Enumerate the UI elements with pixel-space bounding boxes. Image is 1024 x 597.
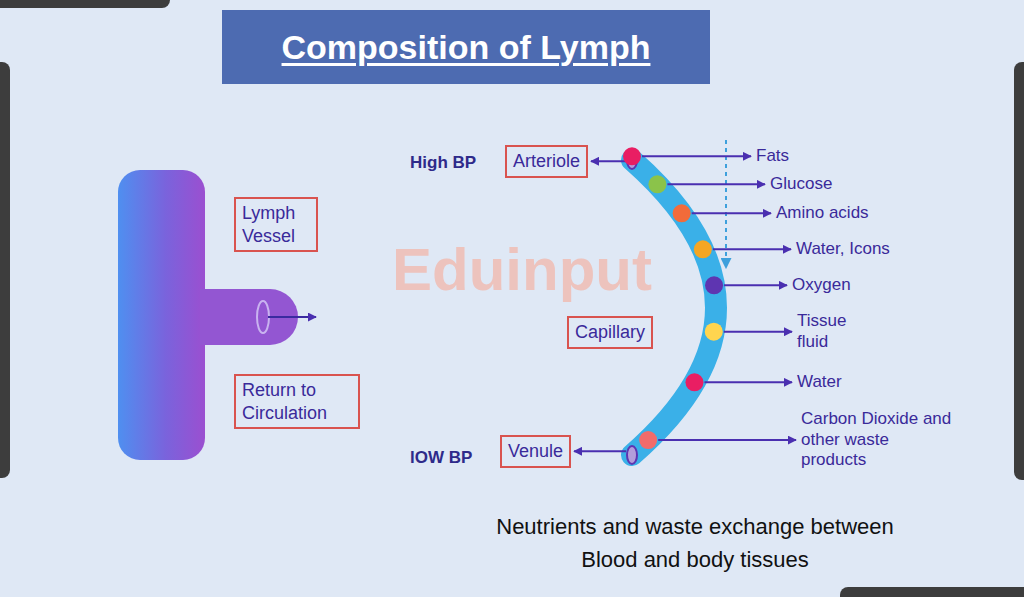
pressure-label: High BP [410, 153, 476, 174]
pointer-arrow [574, 450, 626, 452]
substance-label: Water, Icons [796, 239, 890, 260]
substance-label: Water [797, 372, 842, 393]
exchange-dot [705, 323, 723, 341]
leader-arrow [692, 212, 771, 214]
frame-tab [0, 0, 170, 8]
capillary-tube [632, 160, 716, 455]
exchange-dot [673, 204, 691, 222]
vessel-box: Capillary [567, 316, 653, 349]
leader-arrow [658, 439, 796, 441]
substance-label: Tissue fluid [797, 311, 857, 352]
box-label: Return to Circulation [242, 379, 352, 424]
vessel-box: Venule [500, 435, 571, 468]
leader-arrow [704, 381, 792, 383]
vessel-box: Arteriole [505, 145, 588, 178]
box-label: Venule [508, 440, 563, 463]
exchange-dot [694, 240, 712, 258]
substance-label: Fats [756, 146, 789, 167]
vessel-opening [257, 301, 269, 333]
caption: Neutrients and waste exchange between Bl… [490, 510, 900, 576]
leader-arrow [667, 183, 765, 185]
frame-tab [1014, 62, 1024, 480]
label-box: Return to Circulation [234, 374, 360, 429]
box-label: Capillary [575, 321, 645, 344]
frame-tab [840, 587, 1024, 597]
leader-arrow [713, 248, 791, 250]
exchange-dot [705, 276, 723, 294]
substance-label: Carbon Dioxide and other waste products [801, 409, 953, 471]
exchange-dot [623, 147, 641, 165]
vessel-trunk [118, 170, 205, 460]
pressure-label: lOW BP [410, 448, 472, 469]
pointer-arrow [591, 160, 626, 162]
capillary-shape [627, 140, 726, 464]
label-box: Lymph Vessel [234, 197, 318, 252]
substance-label: Oxygen [792, 275, 851, 296]
leader-arrow [724, 331, 792, 333]
substance-label: Amino acids [776, 203, 869, 224]
tube-end [627, 446, 637, 464]
exchange-dot [648, 175, 666, 193]
frame-tab [0, 62, 10, 478]
leader-arrow [642, 155, 751, 157]
leader-arrow [724, 284, 787, 286]
box-label: Arteriole [513, 150, 580, 173]
flow-arrow [268, 316, 316, 318]
watermark: Eduinput [392, 240, 652, 300]
leader-lines [574, 156, 796, 451]
title-banner: Composition of Lymph [222, 10, 710, 84]
substance-label: Glucose [770, 174, 832, 195]
exchange-dot [639, 431, 657, 449]
title: Composition of Lymph [282, 28, 651, 67]
box-label: Lymph Vessel [242, 202, 310, 247]
exchange-dot [685, 373, 703, 391]
